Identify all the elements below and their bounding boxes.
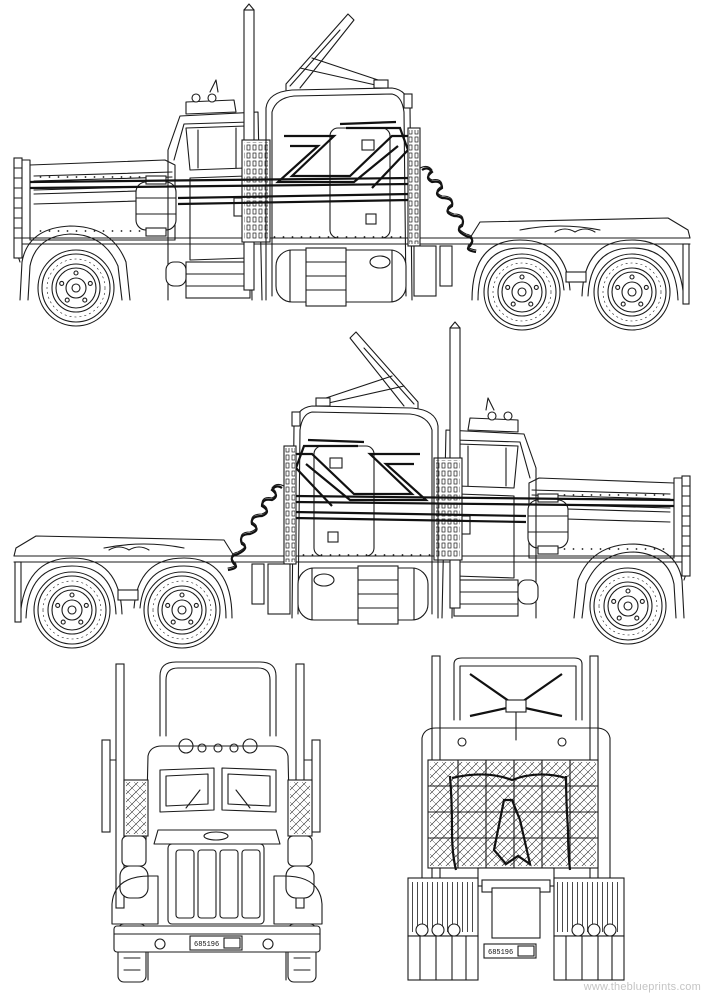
side-view-left <box>14 4 690 330</box>
side-view-right <box>14 322 690 648</box>
front-view: 685196 <box>101 661 323 983</box>
watermark: www.theblueprints.com <box>583 981 701 993</box>
rear-view: 685196 <box>407 655 625 981</box>
rear-plate-number: 685196 <box>488 949 513 957</box>
front-plate-number: 685196 <box>194 941 219 949</box>
